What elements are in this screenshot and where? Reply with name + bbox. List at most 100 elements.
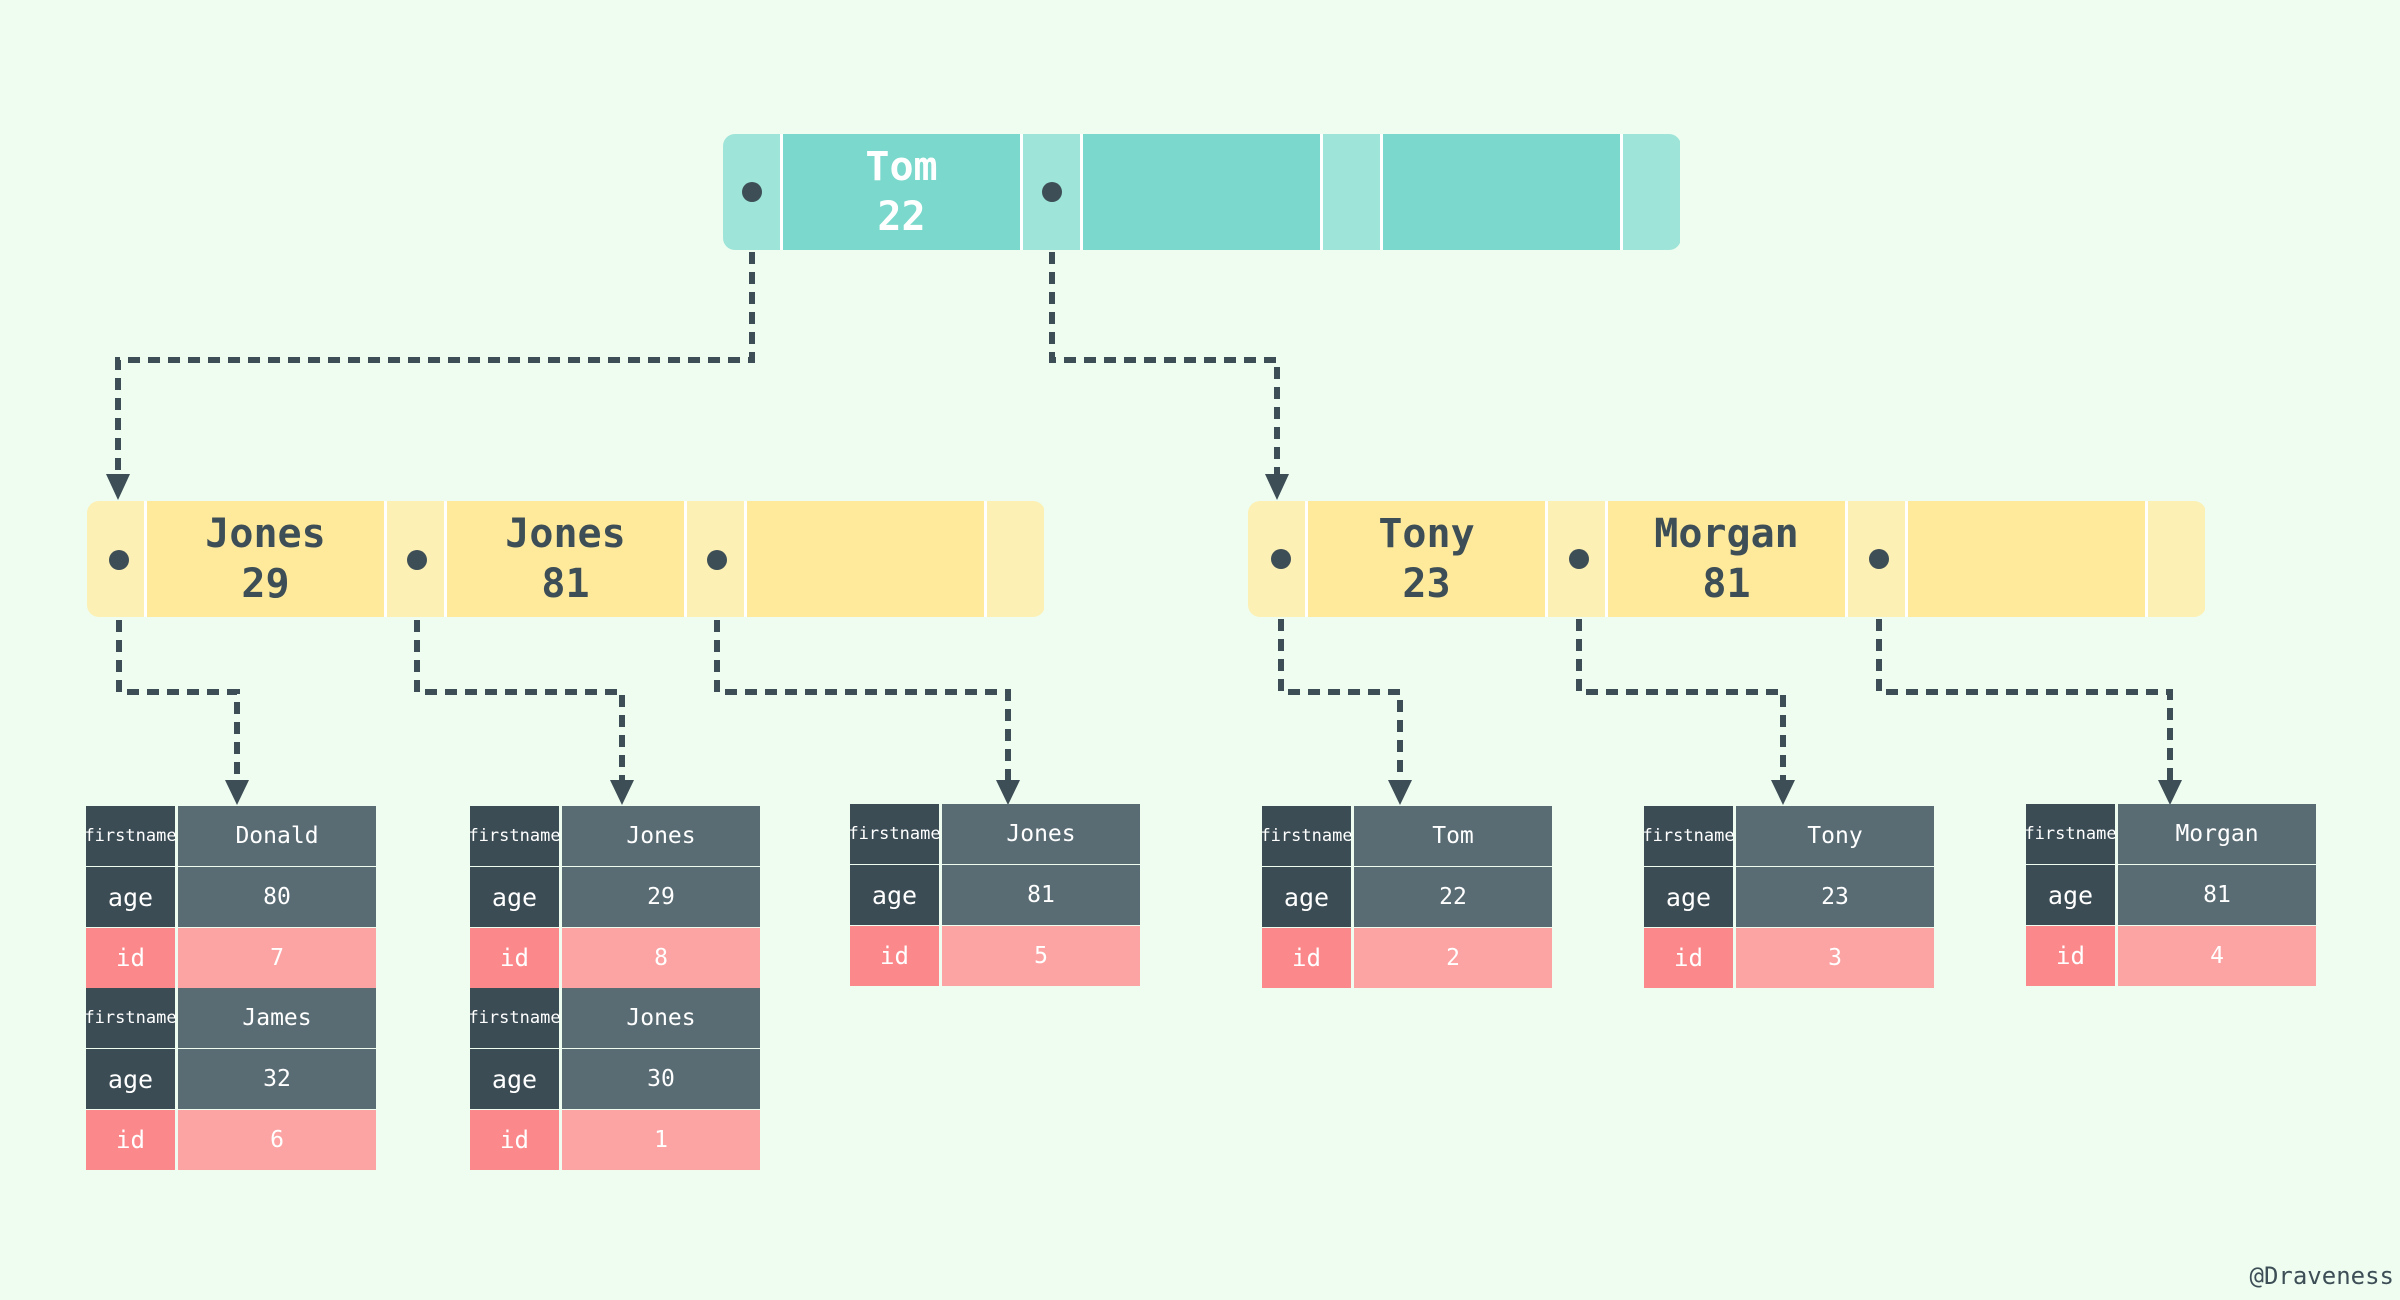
id-row: id 2	[1262, 928, 1552, 988]
pointer-slot	[987, 501, 1044, 617]
arrowhead	[225, 780, 249, 805]
age-row: age 22	[1262, 867, 1552, 927]
pointer-dot	[707, 550, 727, 570]
key-name: Tom	[865, 144, 938, 190]
connector-root-right	[1049, 192, 1280, 480]
id-value: 8	[562, 928, 760, 988]
age-value: 22	[1354, 867, 1552, 927]
id-row: id 8	[470, 928, 760, 988]
first-name-value: Jones	[562, 988, 760, 1048]
first-name-value: Jones	[562, 806, 760, 866]
left-key-3	[747, 501, 984, 617]
age-label: age	[470, 1049, 559, 1109]
age-value: 30	[562, 1049, 760, 1109]
age-row: age 23	[1644, 867, 1934, 927]
first-name-value: James	[178, 988, 376, 1048]
arrowhead	[106, 474, 130, 500]
age-value: 80	[178, 867, 376, 927]
connector-leaf-2	[414, 560, 625, 786]
left-key-2: Jones 81	[447, 501, 684, 617]
age-label: age	[850, 865, 939, 925]
pointer-dot	[407, 550, 427, 570]
id-row: id 5	[850, 926, 1140, 986]
key-value: 22	[877, 194, 926, 240]
id-label: id	[850, 926, 939, 986]
key-name: Jones	[505, 511, 626, 557]
age-value: 32	[178, 1049, 376, 1109]
right-inner-node: Tony 23 Morgan 81	[1248, 501, 2206, 617]
id-row: id 3	[1644, 928, 1934, 988]
arrowhead	[2158, 780, 2182, 805]
root-key-2	[1083, 134, 1320, 250]
id-label: id	[470, 1110, 559, 1170]
age-value: 23	[1736, 867, 1934, 927]
age-value: 81	[2118, 865, 2316, 925]
connector-leaf-3	[714, 560, 1011, 786]
id-label: id	[470, 928, 559, 988]
age-label: age	[1644, 867, 1733, 927]
id-value: 5	[942, 926, 1140, 986]
root-key-1: Tom 22	[783, 134, 1020, 250]
pointer-dot	[742, 182, 762, 202]
arrowhead	[1265, 474, 1289, 500]
pointer-slot	[1623, 134, 1680, 250]
age-value: 81	[942, 865, 1140, 925]
right-key-2: Morgan 81	[1608, 501, 1845, 617]
arrowhead	[996, 780, 1020, 805]
key-value: 81	[541, 561, 590, 607]
right-key-1: Tony 23	[1308, 501, 1545, 617]
age-row: age 81	[2026, 865, 2316, 925]
connector-leaf-5	[1576, 559, 1786, 786]
age-label: age	[86, 867, 175, 927]
age-row: age 32	[86, 1049, 376, 1109]
first-name-value: Donald	[178, 806, 376, 866]
pointer-dot	[1869, 549, 1889, 569]
root-node: Tom 22	[723, 134, 1681, 250]
id-label: id	[86, 928, 175, 988]
arrowhead	[610, 780, 634, 805]
id-row: id 4	[2026, 926, 2316, 986]
pointer-dot	[1271, 549, 1291, 569]
first-name-value: Jones	[942, 804, 1140, 864]
connector-root-left	[115, 192, 755, 480]
connector-leaf-1	[116, 560, 240, 786]
id-value: 4	[2118, 926, 2316, 986]
key-value: 29	[241, 561, 290, 607]
first-name-value: Tom	[1354, 806, 1552, 866]
age-label: age	[1262, 867, 1351, 927]
arrowhead	[1388, 780, 1412, 805]
left-key-1: Jones 29	[147, 501, 384, 617]
key-value: 81	[1702, 561, 1751, 607]
id-value: 1	[562, 1110, 760, 1170]
id-label: id	[86, 1110, 175, 1170]
age-label: age	[470, 867, 559, 927]
arrowhead	[1771, 780, 1795, 805]
pointer-dot	[109, 550, 129, 570]
key-name: Tony	[1378, 511, 1475, 557]
first-name-value: Morgan	[2118, 804, 2316, 864]
pointer-dot	[1569, 549, 1589, 569]
id-label: id	[1644, 928, 1733, 988]
id-row: id 7	[86, 928, 376, 988]
age-label: age	[86, 1049, 175, 1109]
left-inner-node: Jones 29 Jones 81	[87, 501, 1045, 617]
age-row: age 80	[86, 867, 376, 927]
